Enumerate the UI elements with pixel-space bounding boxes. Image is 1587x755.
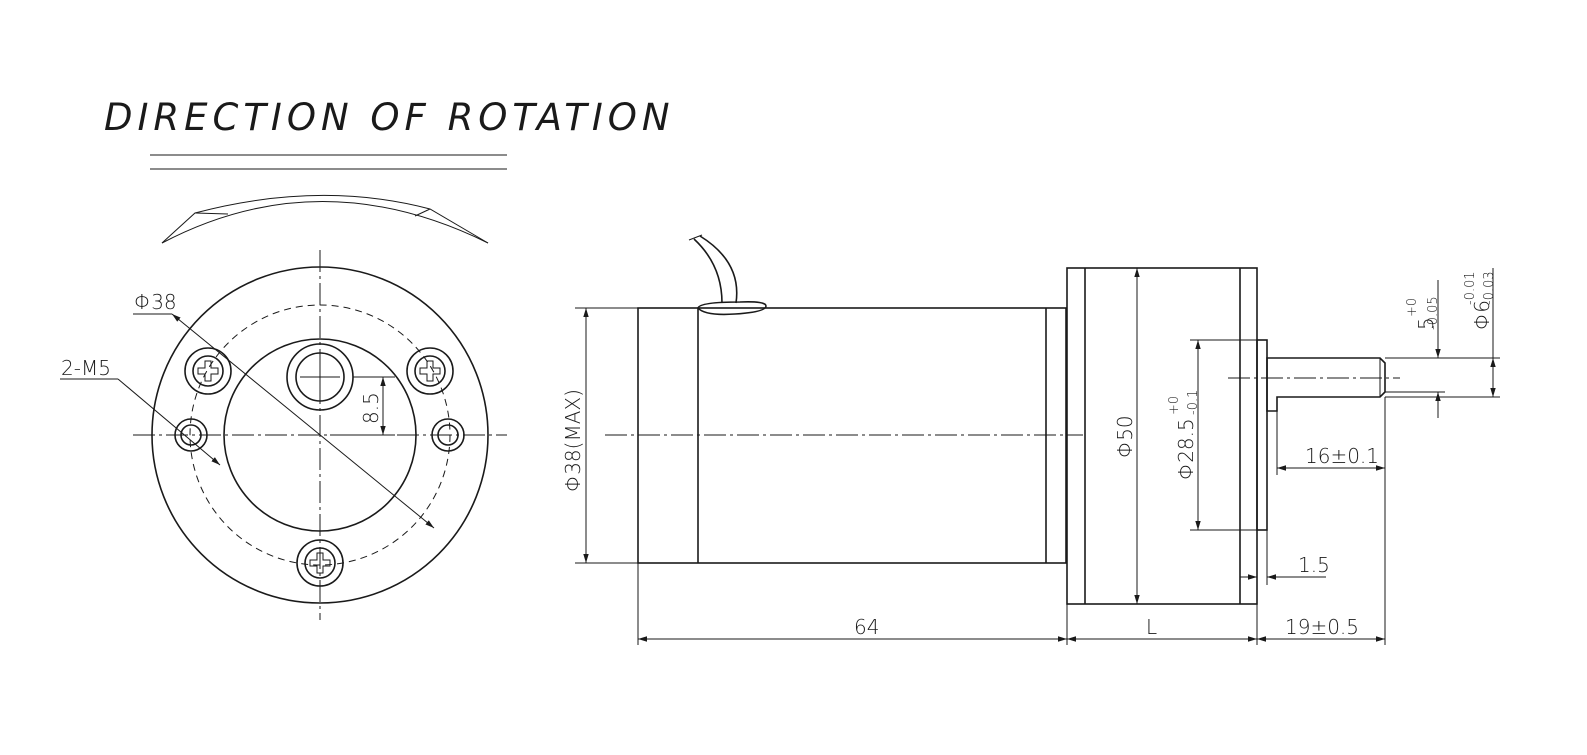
flat-tolerance-lower: -0.05: [1426, 296, 1441, 330]
side-view: Φ38(MAX) Φ50 Φ28.5 +0 -0.1 64 L 19±0.5 1…: [561, 234, 1500, 645]
pilot-tolerance-upper: +0: [1167, 396, 1182, 415]
shaft-length-label: 19±0.5: [1285, 615, 1359, 639]
screw-icon: [406, 347, 454, 395]
flange-diameter-label: Φ50: [1113, 415, 1137, 458]
pilot-tolerance-lower: -0.1: [1186, 390, 1201, 415]
body-diameter-label: Φ38(MAX): [561, 389, 585, 492]
flat-label: 5: [1414, 317, 1438, 330]
offset-label: 8.5: [359, 392, 383, 424]
flat-length-label: 16±0.1: [1305, 444, 1379, 468]
shaft-tolerance-lower: -0.03: [1482, 271, 1497, 305]
screw-icon: [184, 347, 232, 395]
drawing-title: DIRECTION OF ROTATION: [104, 96, 675, 139]
shaft-tolerance-upper: -0.01: [1463, 271, 1478, 305]
pcd-label: Φ38: [134, 290, 177, 314]
flat-tolerance-upper: +0: [1405, 298, 1420, 317]
pilot-diameter-label: Φ28.5: [1174, 418, 1198, 480]
body-length-label: 64: [854, 615, 879, 639]
pilot-depth-label: 1.5: [1298, 553, 1330, 577]
rotation-arrow-icon: [161, 194, 489, 244]
lead-wire: [693, 238, 723, 304]
gearbox-length-label: L: [1146, 615, 1157, 639]
hole-label: 2-M5: [61, 356, 111, 380]
shaft-diameter-label: Φ6: [1470, 300, 1494, 330]
front-view: Φ38 2-M5 8.5: [60, 250, 507, 620]
